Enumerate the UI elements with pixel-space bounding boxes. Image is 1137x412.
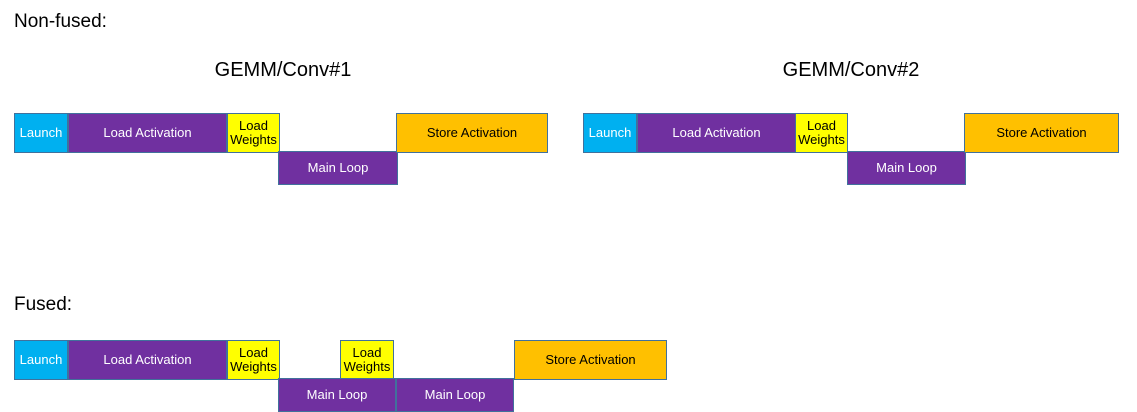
bar-f-store[interactable]: Store Activation: [514, 340, 667, 380]
bar-label-nf2-load-wts: Load Weights: [798, 118, 845, 147]
bar-nf2-launch[interactable]: Launch: [583, 113, 637, 153]
bar-f-main-2[interactable]: Main Loop: [396, 378, 514, 412]
bar-label-nf1-store: Store Activation: [426, 125, 518, 141]
bar-nf1-load-wts[interactable]: Load Weights: [227, 113, 280, 153]
bar-label-f-load-wts-1: Load Weights: [230, 345, 277, 374]
bar-nf1-main[interactable]: Main Loop: [278, 151, 398, 185]
bar-f-load-wts-1[interactable]: Load Weights: [227, 340, 280, 380]
bar-label-nf1-main: Main Loop: [307, 160, 369, 176]
bar-label-f-launch: Launch: [19, 352, 63, 368]
bar-nf1-load-act[interactable]: Load Activation: [68, 113, 227, 153]
bar-nf2-store[interactable]: Store Activation: [964, 113, 1119, 153]
bar-f-main-1[interactable]: Main Loop: [278, 378, 396, 412]
bar-label-nf2-store: Store Activation: [996, 125, 1087, 141]
bar-label-nf2-main: Main Loop: [876, 160, 937, 176]
bar-label-f-load-wts-2: Load Weights: [343, 345, 391, 374]
bar-label-nf1-load-act: Load Activation: [103, 125, 192, 141]
bar-label-nf2-launch: Launch: [588, 125, 632, 141]
bar-label-f-main-1: Main Loop: [306, 387, 368, 403]
bar-label-nf2-load-act: Load Activation: [672, 125, 761, 141]
bar-f-launch[interactable]: Launch: [14, 340, 68, 380]
bar-label-nf1-load-wts: Load Weights: [230, 118, 277, 147]
group-title-gemm-conv-2: GEMM/Conv#2: [782, 59, 920, 81]
bar-f-load-act[interactable]: Load Activation: [68, 340, 227, 380]
bar-f-load-wts-2[interactable]: Load Weights: [340, 340, 394, 380]
section-label-non-fused: Non-fused:: [14, 11, 107, 32]
bar-nf2-main[interactable]: Main Loop: [847, 151, 966, 185]
bar-label-f-store: Store Activation: [545, 352, 636, 368]
section-label-fused: Fused:: [14, 294, 73, 315]
group-title-gemm-conv-1: GEMM/Conv#1: [214, 59, 352, 81]
bar-nf2-load-wts[interactable]: Load Weights: [795, 113, 848, 153]
bar-label-f-main-2: Main Loop: [424, 387, 486, 403]
bar-nf1-store[interactable]: Store Activation: [396, 113, 548, 153]
bar-nf2-load-act[interactable]: Load Activation: [637, 113, 796, 153]
bar-nf1-launch[interactable]: Launch: [14, 113, 68, 153]
bar-label-f-load-act: Load Activation: [103, 352, 192, 368]
bar-label-nf1-launch: Launch: [19, 125, 63, 141]
